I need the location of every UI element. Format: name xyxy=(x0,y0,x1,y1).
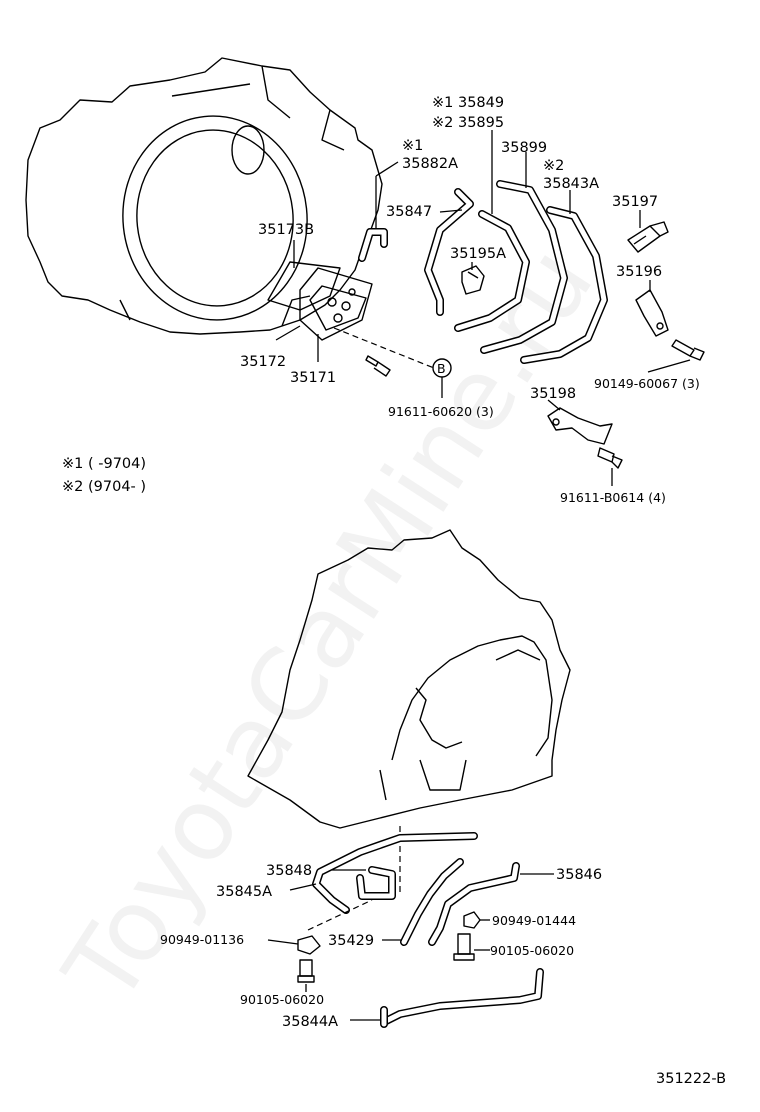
label-90149-60067: 90149-60067 (3) xyxy=(594,376,700,391)
watermark-text: ToyotaCarMine.ru xyxy=(41,227,615,1024)
label-35882a-note: ※1 xyxy=(402,138,423,154)
pipe-35899 xyxy=(480,180,568,354)
label-35845a: 35845A xyxy=(216,884,272,900)
bolt-90149-60067-icon xyxy=(671,339,705,361)
label-35171: 35171 xyxy=(290,370,336,386)
pipe-35847 xyxy=(424,188,474,316)
label-35899: 35899 xyxy=(501,140,547,156)
legend-line-1: ※1 ( -9704) xyxy=(62,456,146,472)
label-35844a: 35844A xyxy=(282,1014,338,1030)
reference-b-label: B xyxy=(437,361,446,376)
label-35895: ※2 35895 xyxy=(432,115,504,131)
label-35847: 35847 xyxy=(386,204,432,220)
label-90105-06020-left: 90105-06020 xyxy=(240,992,324,1007)
label-35196: 35196 xyxy=(616,264,662,280)
legend-line-2: ※2 (9704- ) xyxy=(62,479,146,495)
label-35848: 35848 xyxy=(266,863,312,879)
label-35195a: 35195A xyxy=(450,246,506,262)
bracket-35196-icon xyxy=(635,289,669,337)
clip-35195a-icon xyxy=(461,265,485,295)
label-35843a-note: ※2 xyxy=(543,158,564,174)
label-90949-01136: 90949-01136 xyxy=(160,932,244,947)
bolt-90105-06020-left-icon xyxy=(297,959,315,983)
transaxle-housing-top xyxy=(25,57,383,335)
bolt-91611-b0614-icon xyxy=(597,447,623,469)
bolt-90105-06020-right-icon xyxy=(453,933,475,961)
label-35882a: 35882A xyxy=(402,156,458,172)
label-35846: 35846 xyxy=(556,867,602,883)
label-35849: ※1 35849 xyxy=(432,95,504,111)
pipe-35849-35895 xyxy=(454,210,530,332)
label-91611-60620: 91611-60620 (3) xyxy=(388,404,494,419)
bolt-91611-60620-icon xyxy=(365,355,391,377)
label-35173b: 35173B xyxy=(258,222,314,238)
bracket-35198-icon xyxy=(547,407,613,445)
pipe-35429 xyxy=(400,858,464,946)
pipe-35846 xyxy=(428,862,520,946)
sensor-35197-icon xyxy=(627,221,669,253)
clamp-90949-01136-icon xyxy=(297,935,321,955)
pipe-35844a xyxy=(380,968,544,1028)
pipe-35843a xyxy=(520,206,608,364)
solenoid-valve-assembly xyxy=(267,261,373,341)
label-90949-01444: 90949-01444 xyxy=(492,913,576,928)
diagram-code: 351222-B xyxy=(656,1071,726,1087)
label-91611-b0614: 91611-B0614 (4) xyxy=(560,490,666,505)
label-35198: 35198 xyxy=(530,386,576,402)
pipe-35882a xyxy=(358,228,388,262)
label-35429: 35429 xyxy=(328,933,374,949)
label-35172: 35172 xyxy=(240,354,286,370)
transaxle-housing-bottom xyxy=(247,529,571,829)
clamp-90949-01444-icon xyxy=(463,911,481,929)
label-35197: 35197 xyxy=(612,194,658,210)
pipe-35848 xyxy=(356,866,396,900)
label-35843a: 35843A xyxy=(543,176,599,192)
label-90105-06020-right: 90105-06020 xyxy=(490,943,574,958)
pipe-35845a xyxy=(312,832,478,914)
